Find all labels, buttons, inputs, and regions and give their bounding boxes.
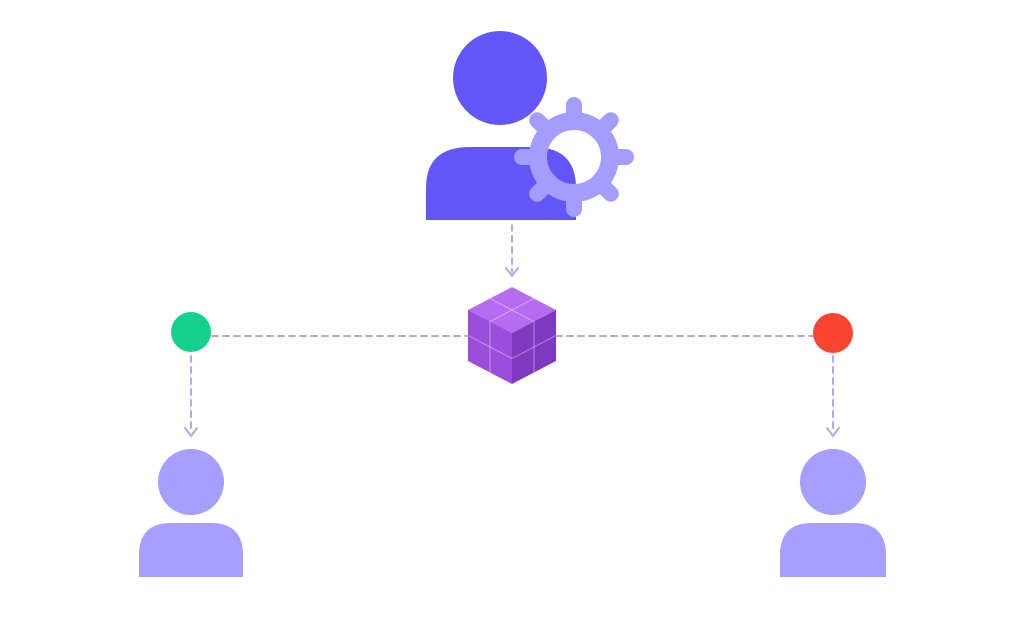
user-right-body [780, 523, 886, 577]
gear-icon [514, 97, 634, 217]
user-left-body [139, 523, 243, 577]
arrowhead-status-left-to-user [184, 427, 198, 438]
arrowhead-status-right-to-user [826, 427, 840, 438]
cube-blocks-icon [467, 287, 557, 384]
admin-user-gear-icon [426, 31, 634, 220]
user-icon-right [780, 449, 886, 577]
connectors [184, 224, 840, 438]
user-right-head [800, 449, 866, 515]
arrowhead-admin-to-hub [505, 267, 519, 278]
cube-grid-lines [467, 297, 557, 373]
admin-head [453, 31, 547, 125]
status-dot-inactive [813, 313, 853, 353]
user-icon-left [139, 449, 243, 577]
status-dot-active [171, 312, 211, 352]
gear-ring [529, 112, 619, 202]
cube-right-face [512, 310, 556, 384]
cube-left-face [468, 310, 512, 384]
user-left-head [158, 449, 224, 515]
